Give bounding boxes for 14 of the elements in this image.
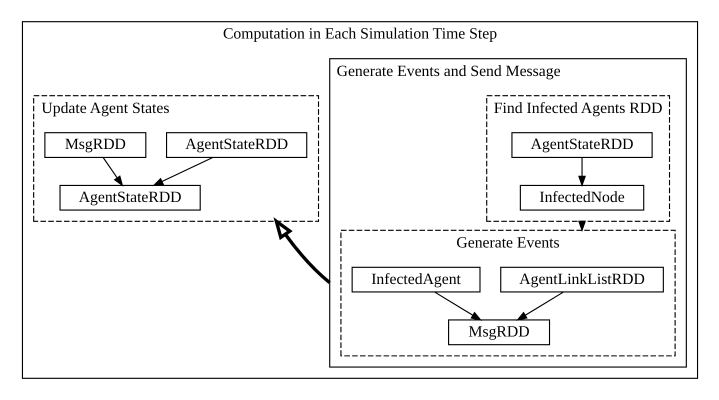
node-box: AgentStateRDD bbox=[510, 132, 652, 158]
node-box: InfectedAgent bbox=[351, 266, 480, 293]
arrow bbox=[102, 158, 123, 187]
arrow bbox=[578, 158, 586, 188]
node-box: InfectedNode bbox=[519, 184, 644, 211]
arrow bbox=[272, 217, 330, 284]
node-box: AgentStateRDD bbox=[166, 132, 307, 158]
node-box: AgentLinkListRDD bbox=[500, 266, 664, 293]
node-box: AgentStateRDD bbox=[58, 184, 200, 211]
node-box: MsgRDD bbox=[44, 132, 146, 158]
node-box: MsgRDD bbox=[448, 319, 550, 346]
arrow bbox=[516, 292, 563, 321]
arrow bbox=[434, 292, 482, 321]
arrow bbox=[152, 157, 212, 186]
